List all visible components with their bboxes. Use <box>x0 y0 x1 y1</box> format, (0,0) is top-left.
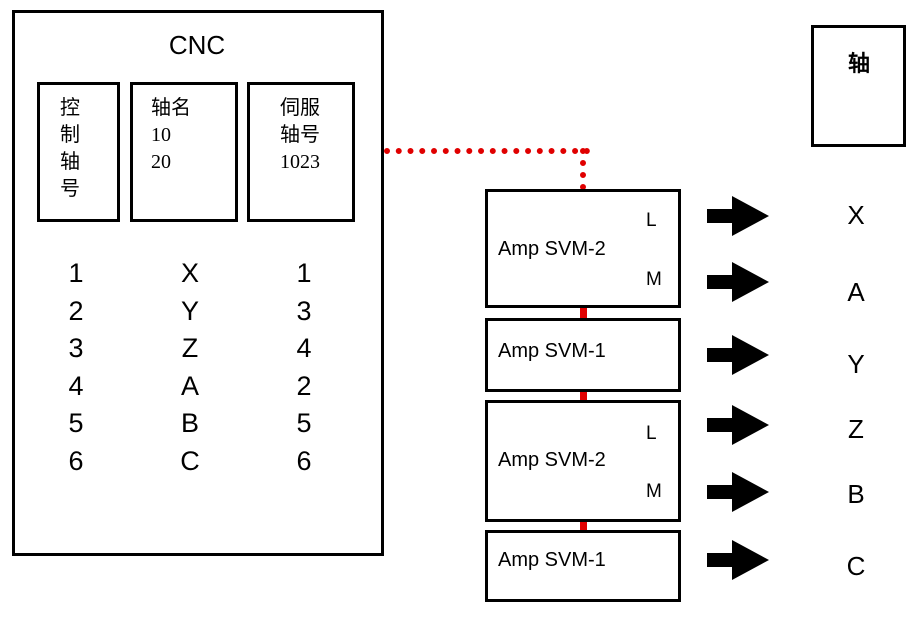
port-m-label: M <box>646 269 662 290</box>
control-axis-header-box: 控 制 轴 号 <box>37 82 120 222</box>
servo-axis-header: 伺服 轴号 1023 <box>280 97 320 173</box>
axis-legend-box: 轴 <box>811 25 906 147</box>
fsb-link-horizontal <box>384 148 590 154</box>
output-arrows <box>707 196 769 580</box>
amplifier-label: Amp SVM-2 <box>498 238 606 260</box>
axis-name-value: Z <box>181 333 199 363</box>
control-axis-column: 1 2 3 4 5 6 <box>56 255 96 480</box>
port-l-label: L <box>646 423 657 444</box>
axis-name-value: Y <box>180 295 199 326</box>
axis-name-column: X Y Z A B C <box>170 255 210 480</box>
arrow-right-icon <box>707 196 769 236</box>
axis-name-value: A <box>180 370 199 401</box>
axis-name-header: 轴名 10 20 <box>151 97 191 173</box>
servo-axis-value: 3 <box>296 295 312 326</box>
amplifier-label: Amp SVM-1 <box>498 340 606 362</box>
output-axis-z: Z <box>848 414 864 444</box>
servo-axis-value: 1 <box>296 258 312 288</box>
output-axis-c: C <box>846 551 866 581</box>
control-axis-value: 1 <box>68 258 84 288</box>
port-l-label: L <box>646 210 657 231</box>
output-axis-x: X <box>847 200 865 230</box>
arrow-right-icon <box>707 262 769 302</box>
control-axis-value: 3 <box>68 333 84 363</box>
axis-name-value: C <box>180 445 200 476</box>
output-axis-b: B <box>847 479 865 509</box>
control-axis-value: 4 <box>68 370 84 401</box>
output-axis-y: Y <box>847 349 865 379</box>
amplifier-label: Amp SVM-2 <box>498 449 606 471</box>
servo-axis-value: 4 <box>296 333 312 363</box>
amplifier-svm2-a: Amp SVM-2 L M <box>485 189 681 308</box>
axis-legend-label: 轴 <box>848 51 871 76</box>
output-axis-a: A <box>847 277 865 307</box>
amplifier-svm2-b: Amp SVM-2 L M <box>485 400 681 522</box>
port-m-label: M <box>646 481 662 502</box>
amplifier-svm1-a: Amp SVM-1 <box>485 318 681 392</box>
fsb-link-vertical <box>580 148 586 190</box>
amp-link <box>580 392 587 401</box>
arrow-right-icon <box>707 540 769 580</box>
axis-name-value: X <box>180 258 199 288</box>
control-axis-header: 控 制 轴 号 <box>60 97 80 200</box>
control-axis-value: 5 <box>68 408 84 438</box>
servo-axis-value: 6 <box>296 445 312 476</box>
servo-axis-value: 5 <box>296 408 312 438</box>
axis-name-value: B <box>180 408 199 438</box>
arrow-right-icon <box>707 472 769 512</box>
amp-link <box>580 522 587 531</box>
servo-axis-header-box: 伺服 轴号 1023 <box>247 82 355 222</box>
cnc-title: CNC <box>168 30 226 60</box>
arrow-right-icon <box>707 335 769 375</box>
control-axis-value: 6 <box>68 445 84 476</box>
amplifier-svm1-b: Amp SVM-1 <box>485 530 681 602</box>
control-axis-value: 2 <box>68 295 84 326</box>
axis-name-header-box: 轴名 10 20 <box>130 82 238 222</box>
arrow-right-icon <box>707 405 769 445</box>
servo-axis-column: 1 3 4 2 5 6 <box>284 255 324 480</box>
amplifier-label: Amp SVM-1 <box>498 549 606 571</box>
amp-link <box>580 308 587 318</box>
servo-axis-value: 2 <box>296 370 312 401</box>
